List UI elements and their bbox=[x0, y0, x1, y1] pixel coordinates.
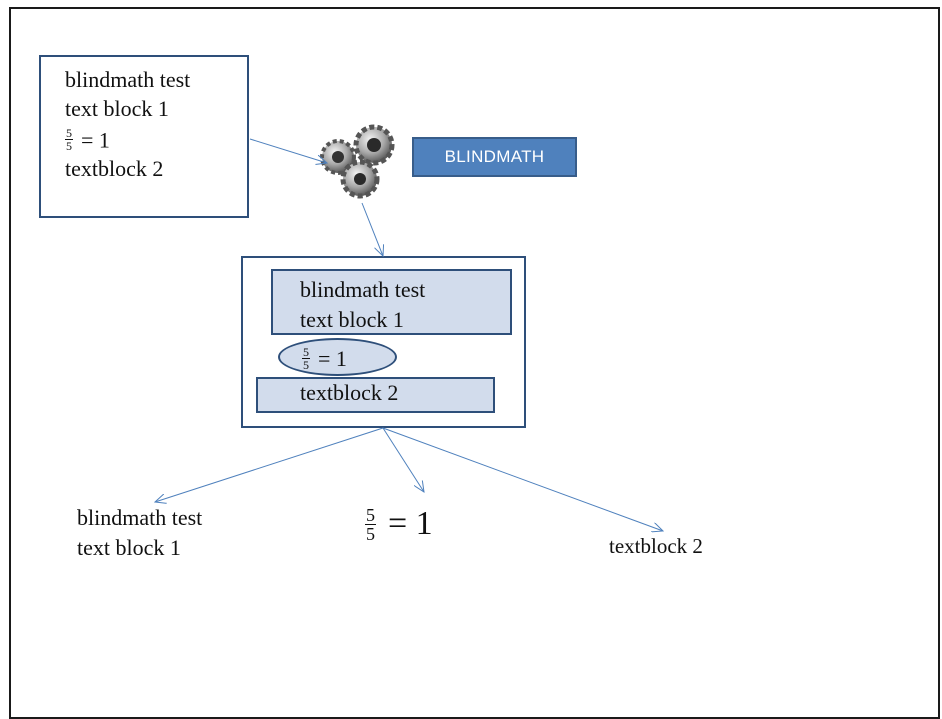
formula-rhs: = 1 bbox=[388, 505, 433, 543]
gear-top-right bbox=[353, 124, 395, 166]
segment-formula: 5 5 = 1 bbox=[278, 338, 397, 376]
output-text-block-2: textblock 2 bbox=[609, 534, 703, 558]
fraction-denominator: 5 bbox=[303, 358, 309, 373]
output-formula: 5 5 = 1 bbox=[365, 503, 433, 543]
fraction-numerator: 5 bbox=[302, 345, 310, 360]
output-text-line-1: blindmath test bbox=[77, 505, 203, 530]
blindmath-label: BLINDMATH bbox=[412, 137, 577, 177]
segment-text-block-2: textblock 2 bbox=[256, 377, 495, 413]
fraction: 5 5 bbox=[365, 506, 376, 543]
gears-icon bbox=[320, 124, 395, 199]
input-line-4: textblock 2 bbox=[65, 156, 164, 182]
fraction: 5 5 bbox=[65, 127, 73, 152]
input-line-2: text block 1 bbox=[65, 96, 169, 121]
segment-text-line-2: text block 1 bbox=[300, 307, 404, 332]
fraction: 5 5 bbox=[302, 346, 310, 371]
formula-rhs: = 1 bbox=[81, 127, 110, 153]
input-line-1: blindmath test bbox=[65, 67, 191, 92]
segment-text-block-1: blindmath test text block 1 bbox=[271, 269, 512, 335]
fraction-numerator: 5 bbox=[65, 126, 73, 141]
fraction-denominator: 5 bbox=[366, 523, 375, 544]
output-text-block-1: blindmath test text block 1 bbox=[77, 503, 202, 563]
input-formula: 5 5 = 1 bbox=[65, 123, 247, 154]
input-document-box: blindmath test text block 1 5 5 = 1 text… bbox=[39, 55, 249, 218]
segment-text-line-1: blindmath test bbox=[300, 277, 426, 302]
gear-bottom bbox=[340, 159, 380, 199]
fraction-numerator: 5 bbox=[365, 504, 376, 525]
fraction-denominator: 5 bbox=[66, 139, 72, 154]
slide-frame bbox=[9, 7, 940, 719]
formula-rhs: = 1 bbox=[318, 345, 347, 371]
output-text-line-2: text block 1 bbox=[77, 535, 181, 560]
